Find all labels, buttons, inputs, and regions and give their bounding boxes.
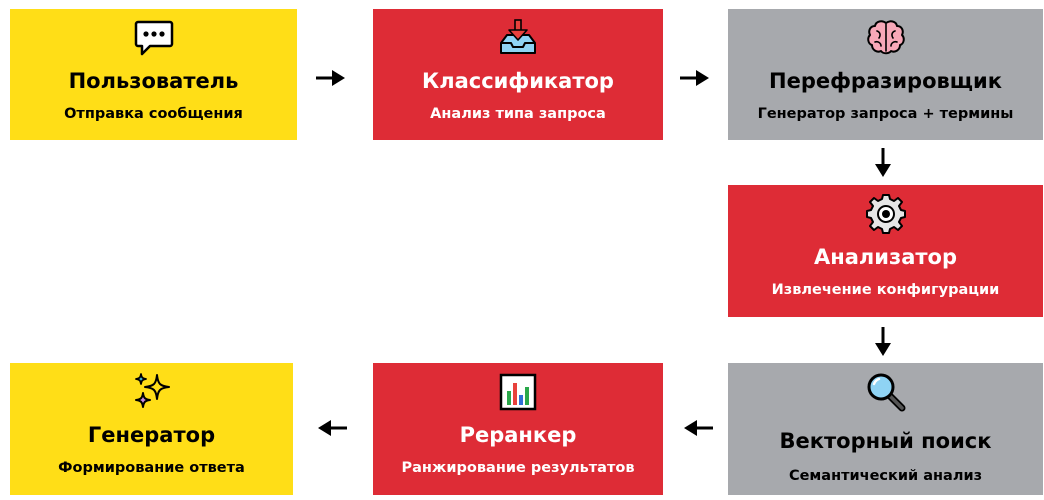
speech-bubble-icon (134, 20, 173, 56)
node-title: Пользователь (68, 69, 239, 93)
gear-icon (865, 194, 906, 234)
node-subtitle: Ранжирование результатов (401, 460, 635, 476)
node-subtitle: Генератор запроса + термины (757, 106, 1014, 122)
node-reranker: Реранкер Ранжирование результатов (373, 363, 663, 495)
bar-chart-icon (499, 373, 537, 411)
node-user: Пользователь Отправка сообщения (10, 9, 297, 140)
node-title: Анализатор (813, 245, 958, 269)
arrow-right-icon (316, 70, 345, 86)
node-analyzer: Анализатор Извлечение конфигурации (728, 185, 1043, 317)
node-subtitle: Формирование ответа (58, 460, 245, 476)
node-classifier: Классификатор Анализ типа запроса (373, 9, 663, 140)
node-subtitle: Анализ типа запроса (430, 106, 606, 122)
magnifying-glass-icon (867, 373, 905, 412)
node-subtitle: Отправка сообщения (64, 106, 243, 122)
node-title: Генератор (87, 423, 216, 447)
node-subtitle: Извлечение конфигурации (771, 282, 1000, 298)
node-title: Классификатор (422, 69, 614, 93)
node-title: Векторный поиск (779, 429, 992, 453)
node-title: Перефразировщик (769, 69, 1002, 93)
arrow-left-icon (318, 420, 347, 436)
sparkles-icon (134, 373, 170, 408)
inbox-tray-icon (500, 19, 536, 54)
node-vector-search: Векторный поиск Семантический анализ (728, 363, 1043, 495)
arrow-down-icon (875, 327, 891, 356)
node-rephraser: Перефразировщик Генератор запроса + терм… (728, 9, 1043, 140)
arrow-down-icon (875, 148, 891, 177)
node-subtitle: Семантический анализ (788, 468, 983, 484)
brain-icon (866, 20, 905, 55)
node-generator: Генератор Формирование ответа (10, 363, 293, 495)
arrow-left-icon (684, 420, 713, 436)
arrow-right-icon (680, 70, 709, 86)
node-title: Реранкер (459, 423, 577, 447)
